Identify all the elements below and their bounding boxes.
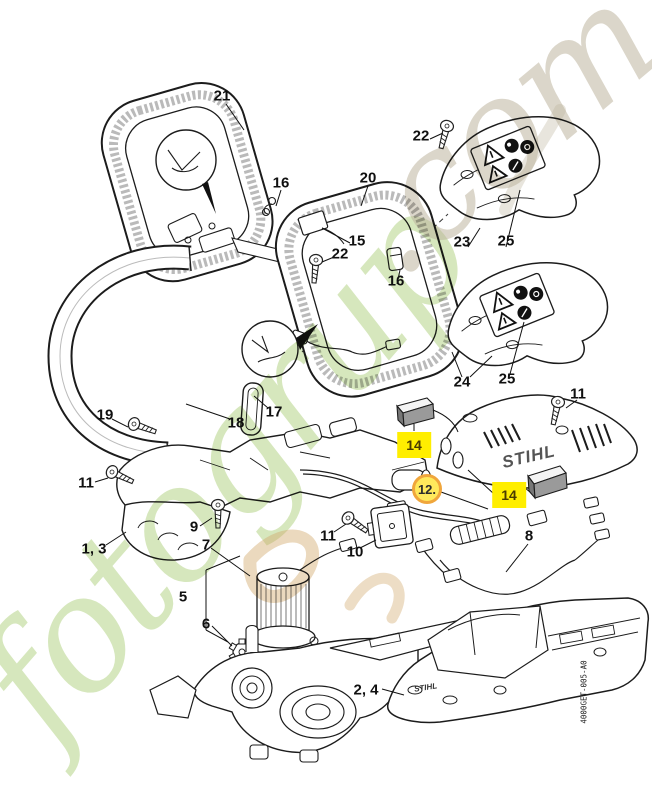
callout-22-mid: 22 bbox=[331, 245, 349, 263]
gearbox-housing bbox=[149, 617, 503, 763]
housing-cover-24 bbox=[443, 258, 612, 370]
control-module-10 bbox=[366, 503, 414, 549]
callout-8: 8 bbox=[524, 527, 534, 545]
foam-block-14-b bbox=[527, 465, 568, 500]
callout-11-top-right: 11 bbox=[570, 385, 586, 403]
handle-strip-17 bbox=[240, 382, 264, 436]
callout-11-mid: 11 bbox=[320, 527, 336, 545]
callout-14-highlighted-b: 14 bbox=[492, 482, 526, 508]
callout-11-left: 11 bbox=[78, 474, 94, 492]
electric-motor-7 bbox=[247, 537, 358, 649]
callout-15: 15 bbox=[348, 232, 366, 250]
housing-cover-23 bbox=[435, 112, 604, 224]
screw-19 bbox=[126, 415, 159, 439]
clip-part-16-left bbox=[261, 196, 277, 217]
motor-housing-cover: STIHL bbox=[436, 394, 638, 489]
foam-block-14-a bbox=[396, 397, 435, 428]
frame-21-detail-circle bbox=[155, 129, 217, 214]
callout-19: 19 bbox=[96, 406, 114, 424]
bracket-line-5 bbox=[205, 555, 241, 643]
callout-9: 9 bbox=[189, 518, 199, 536]
callout-21: 21 bbox=[213, 87, 231, 105]
stihl-logo-small: STIHL bbox=[413, 681, 437, 694]
callout-24: 24 bbox=[453, 373, 471, 391]
callout-22-top: 22 bbox=[412, 127, 430, 145]
blade-frame-20 bbox=[274, 181, 465, 398]
callout-25-top: 25 bbox=[497, 232, 515, 250]
wiring-harness-8 bbox=[299, 469, 611, 595]
drawing-code: 4000GET-005-A0 bbox=[579, 660, 589, 724]
callout-20: 20 bbox=[359, 169, 377, 187]
callout-10: 10 bbox=[346, 543, 364, 561]
bottom-housing: STIHL bbox=[386, 597, 650, 724]
callout-14-highlighted-a: 14 bbox=[397, 432, 431, 458]
callout-18: 18 bbox=[227, 414, 245, 432]
callout-17: 17 bbox=[265, 403, 283, 421]
switch-housing-assembly bbox=[116, 417, 432, 561]
callout-leader-lines bbox=[94, 103, 578, 696]
screw-11-mid bbox=[339, 508, 372, 538]
callout-16-right: 16 bbox=[387, 272, 405, 290]
callout-23: 23 bbox=[453, 233, 471, 251]
clip-part-16-right bbox=[386, 246, 404, 272]
screw-22-top bbox=[434, 118, 456, 151]
callout-2-4: 2, 4 bbox=[353, 681, 379, 699]
cable-and-detail-circle bbox=[241, 320, 401, 378]
callout-25-mid: 25 bbox=[498, 370, 516, 388]
callout-16-left: 16 bbox=[272, 174, 290, 192]
callout-5: 5 bbox=[178, 588, 188, 606]
callout-6: 6 bbox=[201, 615, 211, 633]
callout-1-3: 1, 3 bbox=[81, 540, 107, 558]
callout-12-highlighted: 12. bbox=[412, 474, 442, 504]
callout-7: 7 bbox=[201, 536, 211, 554]
